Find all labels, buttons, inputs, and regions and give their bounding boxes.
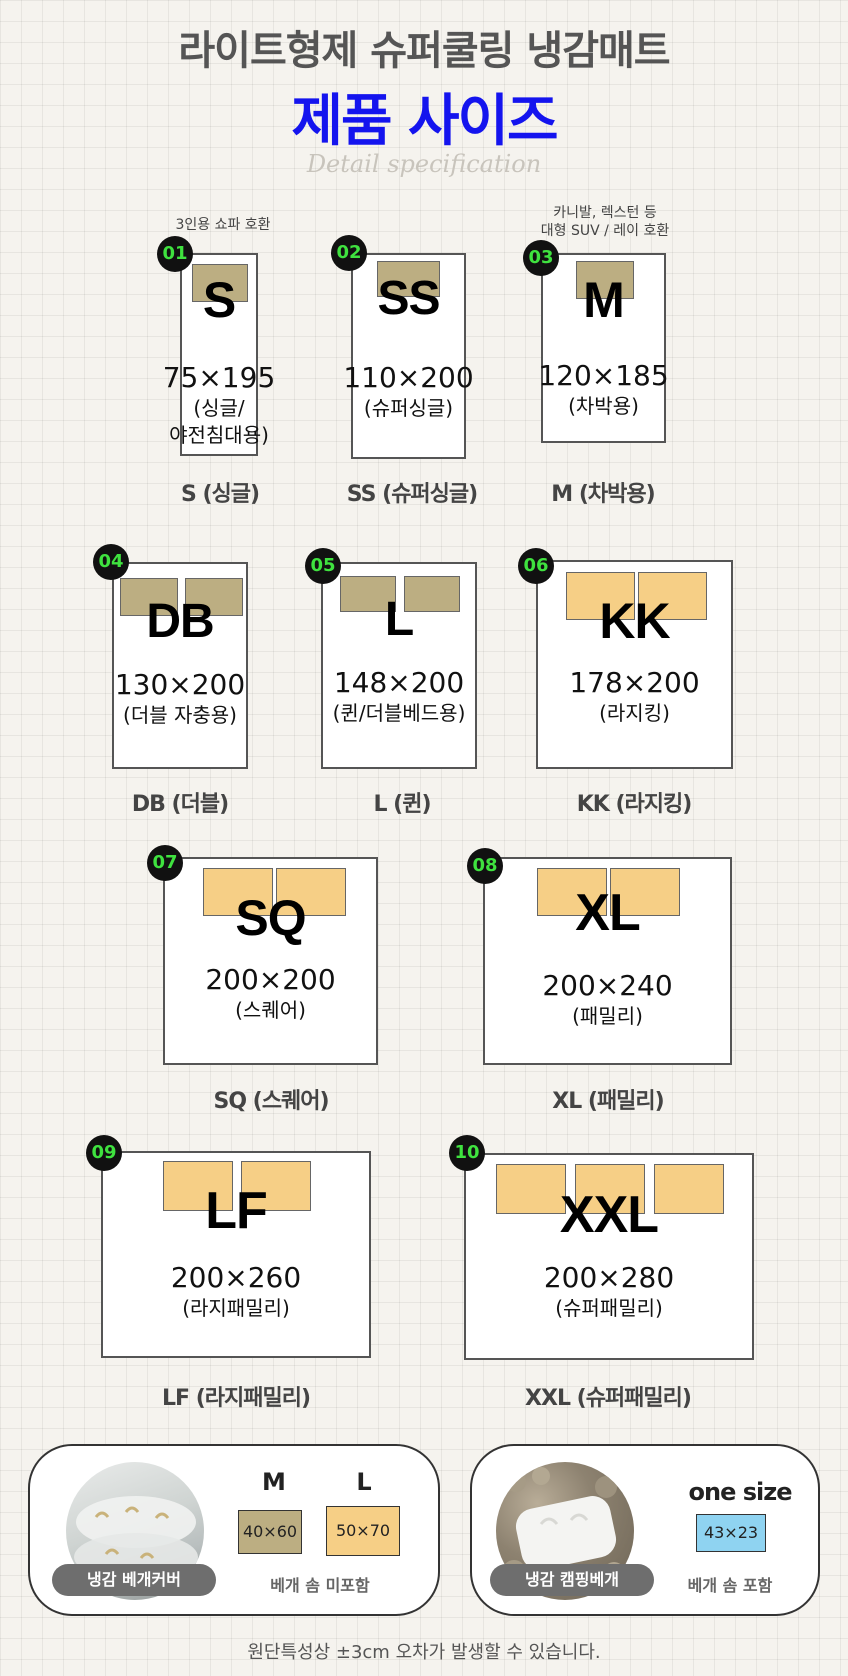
size-description: (더블 자충용) <box>123 703 237 727</box>
size-dimensions: 200×240 <box>542 969 673 1002</box>
pillow-outline <box>575 1164 645 1214</box>
size-badge: 10 <box>449 1135 485 1171</box>
size-caption: LF (라지패밀리) <box>161 1386 311 1411</box>
swatch-one-size: 43×23 <box>696 1514 766 1552</box>
size-caption: L (퀸) <box>373 792 431 817</box>
size-code: S <box>202 272 236 328</box>
size-description: 야전침대용) <box>169 423 269 447</box>
pillow-cover-card: 냉감 베개커버 M L 40×60 50×70 베개 솜 미포함 <box>28 1444 440 1616</box>
pillow-outline <box>566 572 635 620</box>
mat-l: L 148×200 (퀸/더블베드용) <box>321 562 477 769</box>
size-dimensions: 120×185 <box>538 359 669 392</box>
mat-m: M 120×185 (차박용) <box>538 253 669 443</box>
size-dimensions: 110×200 <box>343 361 474 394</box>
mat-xxl: XXL 200×280 (슈퍼패밀리) <box>464 1153 754 1360</box>
pillow-outline <box>404 576 460 612</box>
size-caption: KK (라지킹) <box>576 792 693 817</box>
product-subtitle: 라이트형제 슈퍼쿨링 냉감매트 <box>178 28 670 74</box>
size-note-m-line2: 대형 SUV / 레이 호환 <box>540 223 670 239</box>
script-subtitle: Detail specification <box>306 150 542 178</box>
size-badge: 02 <box>331 235 367 271</box>
size-description: (싱글/ <box>193 396 245 420</box>
size-caption: XL (패밀리) <box>552 1089 664 1114</box>
size-caption: M (차박용) <box>551 482 655 507</box>
size-description: (라지패밀리) <box>182 1296 290 1320</box>
pillow-outline <box>276 868 346 916</box>
size-code: SQ <box>235 890 306 946</box>
size-dimensions: 200×280 <box>543 1261 675 1294</box>
size-code: DB <box>146 595 214 648</box>
size-m-label: M <box>262 1468 286 1496</box>
pillow-outline <box>120 578 178 616</box>
mat-lf: LF 200×260 (라지패밀리) <box>101 1151 371 1358</box>
pillow-outline <box>610 868 680 916</box>
camping-pillow-card: 냉감 캠핑베개 one size 43×23 베개 솜 포함 <box>470 1444 820 1616</box>
mat-db: DB 130×200 (더블 자충용) <box>112 562 248 769</box>
size-dimensions: 200×200 <box>205 963 336 996</box>
mat-s: S 75×195 (싱글/ 야전침대용) <box>163 253 275 456</box>
size-badge: 03 <box>523 240 559 276</box>
size-dimensions: 130×200 <box>114 668 246 701</box>
pillow-outline <box>654 1164 724 1214</box>
size-caption: SQ (스퀘어) <box>213 1089 329 1114</box>
size-caption: SS (슈퍼싱글) <box>346 482 478 507</box>
size-dimensions: 75×195 <box>162 361 276 394</box>
size-description: (스퀘어) <box>235 998 306 1022</box>
size-caption: S (싱글) <box>180 482 260 507</box>
one-size-label: one size <box>688 1478 793 1506</box>
size-description: (패밀리) <box>572 1004 643 1028</box>
size-badge: 01 <box>157 236 193 272</box>
size-l-label: L <box>356 1468 372 1496</box>
pillow-outline <box>340 576 396 612</box>
page-title: 제품 사이즈 <box>291 89 558 154</box>
pillow-outline <box>537 868 607 916</box>
pillow-cover-note: 베개 솜 미포함 <box>270 1576 370 1595</box>
pillow-outline <box>377 261 440 297</box>
size-code: SS <box>377 272 440 325</box>
size-code: KK <box>599 593 670 649</box>
size-dimensions: 200×260 <box>170 1261 302 1294</box>
mat-sq: SQ 200×200 (스퀘어) <box>163 857 378 1065</box>
size-note-s: 3인용 쇼파 호환 <box>175 217 271 233</box>
size-badge: 04 <box>93 544 129 580</box>
size-description: (슈퍼패밀리) <box>555 1296 663 1320</box>
mat-xl: XL 200×240 (패밀리) <box>483 857 732 1065</box>
size-badge: 06 <box>518 548 554 584</box>
size-caption: DB (더블) <box>131 792 229 817</box>
footer-note: 원단특성상 ±3cm 오차가 발생할 수 있습니다. <box>247 1642 601 1663</box>
pillow-outline <box>241 1161 311 1211</box>
swatch-l: 50×70 <box>326 1506 400 1556</box>
size-description: (라지킹) <box>599 701 670 725</box>
size-description: (슈퍼싱글) <box>363 396 454 420</box>
size-badge: 05 <box>305 548 341 584</box>
size-badge: 07 <box>147 845 183 881</box>
mat-ss: SS 110×200 (슈퍼싱글) <box>343 253 474 459</box>
swatch-m: 40×60 <box>238 1510 302 1554</box>
size-code: XL <box>575 884 640 942</box>
pillow-outline <box>496 1164 566 1214</box>
size-dimensions: 148×200 <box>333 666 465 699</box>
pillow-outline <box>638 572 707 620</box>
size-badge: 09 <box>86 1135 122 1171</box>
size-code: LF <box>205 1182 268 1240</box>
mat-kk: KK 178×200 (라지킹) <box>536 560 733 769</box>
camping-pillow-label: 냉감 캠핑베개 <box>490 1564 654 1596</box>
camping-pillow-note: 베개 솜 포함 <box>687 1576 773 1595</box>
pillow-outline <box>192 264 248 302</box>
size-code: XXL <box>559 1186 659 1244</box>
size-description: (퀸/더블베드용) <box>332 701 466 725</box>
pillow-outline <box>576 261 634 299</box>
size-note-m-line1: 카니발, 렉스턴 등 <box>553 205 657 221</box>
size-code: M <box>583 272 625 328</box>
pillow-outline <box>163 1161 233 1211</box>
size-description: (차박용) <box>568 394 639 418</box>
size-dimensions: 178×200 <box>569 666 700 699</box>
pillow-outline <box>185 578 243 616</box>
pillow-cover-label: 냉감 베개커버 <box>52 1564 216 1596</box>
size-caption: XXL (슈퍼패밀리) <box>525 1386 692 1411</box>
pillow-outline <box>203 868 273 916</box>
size-badge: 08 <box>467 848 503 884</box>
size-code: L <box>384 593 414 646</box>
